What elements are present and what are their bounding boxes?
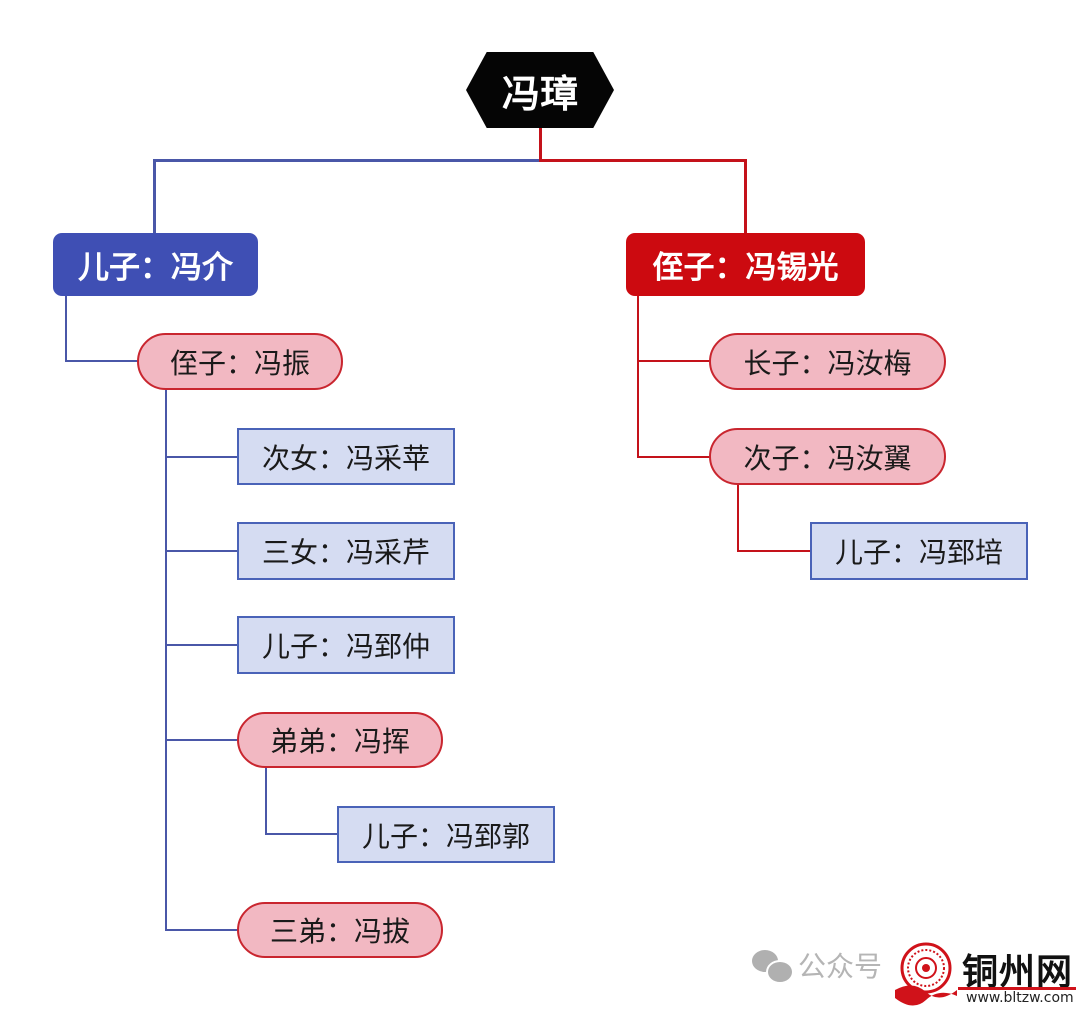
node-feng-jie[interactable]: 儿子：冯介 (53, 233, 258, 296)
site-logo-icon (895, 942, 957, 1006)
connector-hui (165, 739, 238, 741)
watermark: 公众号 (752, 945, 882, 985)
connector-ba (165, 929, 238, 931)
node-feng-hui[interactable]: 弟弟：冯挥 (237, 712, 443, 768)
connector-hui-down (265, 768, 267, 835)
node-feng-zhiguo[interactable]: 儿子：冯郅郭 (337, 806, 555, 863)
node-feng-zhizhong[interactable]: 儿子：冯郅仲 (237, 616, 455, 674)
connector-ruyi-down (737, 485, 739, 552)
connector-jie-zhen (65, 360, 138, 362)
connector-left-down (153, 159, 156, 234)
watermark-text: 公众号 (798, 950, 883, 983)
wechat-icon (752, 948, 794, 984)
site-url: www.bltzw.com (966, 990, 1074, 1006)
connector-jie-down (65, 296, 67, 362)
connector-zhizhong (165, 644, 238, 646)
node-feng-zhen[interactable]: 侄子：冯振 (137, 333, 343, 390)
connector-zhiguo (265, 833, 338, 835)
connector-right-down (744, 159, 747, 234)
node-feng-zhipei[interactable]: 儿子：冯郅培 (810, 522, 1028, 580)
connector-root-stem (539, 128, 542, 162)
node-feng-ruyi[interactable]: 次子：冯汝翼 (709, 428, 946, 485)
node-feng-ba[interactable]: 三弟：冯拔 (237, 902, 443, 958)
root-node[interactable]: 冯璋 (466, 52, 614, 128)
site-divider (958, 987, 1076, 990)
connector-caiping (165, 456, 238, 458)
connector-rumei (637, 360, 710, 362)
node-feng-caiqin[interactable]: 三女：冯采芹 (237, 522, 455, 580)
connector-zhen-trunk (165, 390, 167, 931)
connector-xiguang-trunk (637, 296, 639, 458)
site-name: 铜州网 (962, 952, 1074, 993)
node-feng-xiguang[interactable]: 侄子：冯锡光 (626, 233, 865, 296)
connector-root-left (154, 159, 541, 162)
connector-caiqin (165, 550, 238, 552)
connector-root-right (539, 159, 747, 162)
node-feng-caiping[interactable]: 次女：冯采苹 (237, 428, 455, 485)
connector-zhipei (737, 550, 811, 552)
node-feng-rumei[interactable]: 长子：冯汝梅 (709, 333, 946, 390)
connector-ruyi (637, 456, 710, 458)
